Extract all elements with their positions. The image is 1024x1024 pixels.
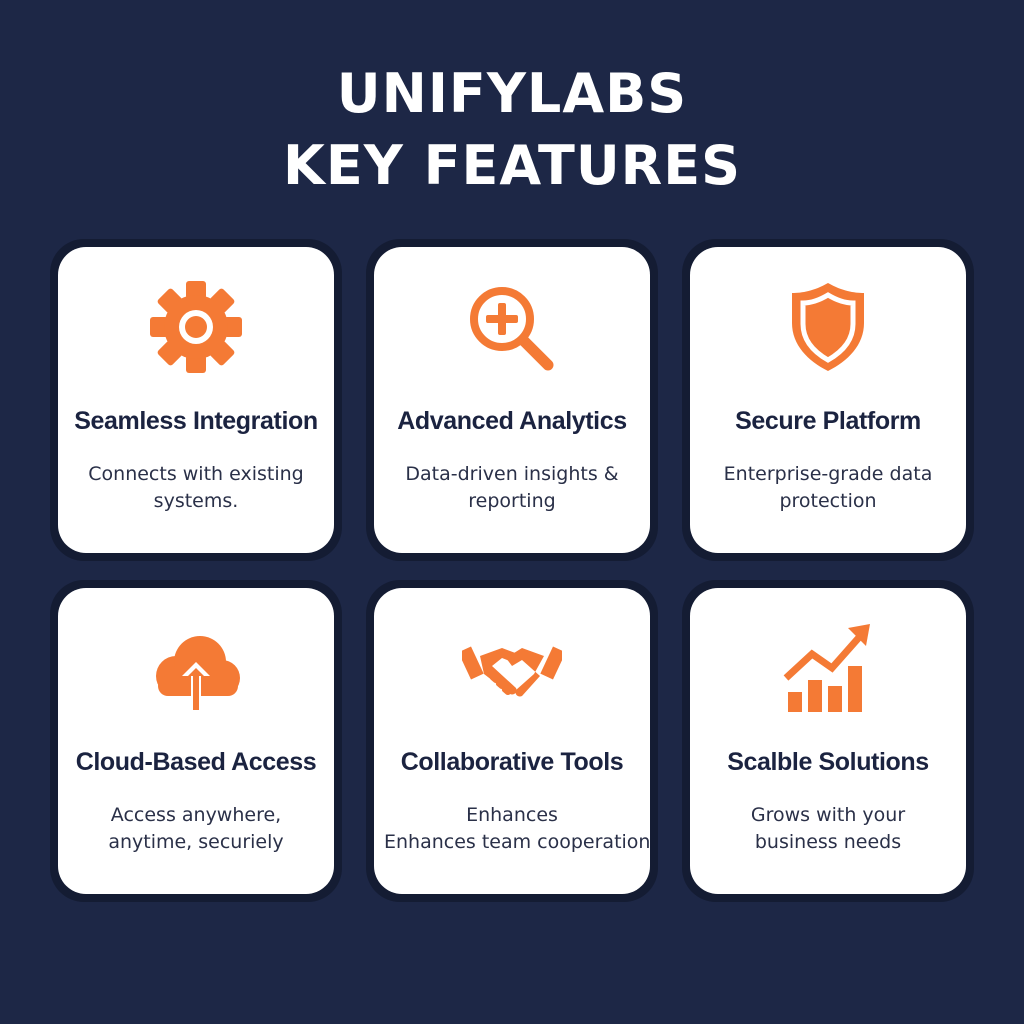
feature-card-body: Advanced Analytics Data-driven insights … — [374, 247, 650, 553]
feature-description-line: reporting — [468, 490, 556, 512]
feature-card-body: Collaborative Tools Enhances Enhances te… — [374, 588, 650, 894]
feature-description-line: Enhances team cooperation — [384, 831, 651, 853]
feature-description-line: Enhances — [466, 804, 558, 826]
title-line-2: KEY FEATURES — [282, 134, 742, 197]
feature-card-secure-platform: Secure Platform Enterprise-grade data pr… — [682, 239, 974, 561]
feature-description-line: anytime, securiely — [108, 831, 284, 853]
feature-card-collaborative-tools: Collaborative Tools Enhances Enhances te… — [366, 580, 658, 902]
feature-description-line: Data-driven insights & — [405, 463, 619, 485]
feature-card-body: Secure Platform Enterprise-grade data pr… — [690, 247, 966, 553]
feature-description: Connects with existing systems. — [68, 461, 324, 515]
page-title: UNIFYLABS KEY FEATURES — [0, 58, 1024, 202]
title-line-1: UNIFYLABS — [336, 62, 688, 125]
feature-card-body: Scalble Solutions Grows with your busine… — [690, 588, 966, 894]
feature-description: Data-driven insights & reporting — [384, 461, 640, 515]
magnifier-plus-icon — [462, 277, 562, 377]
feature-title: Scalble Solutions — [727, 748, 929, 776]
feature-description: Enhances Enhances team cooperation — [384, 802, 651, 856]
shield-icon — [778, 277, 878, 377]
feature-title: Secure Platform — [735, 407, 921, 435]
gear-icon — [146, 277, 246, 377]
feature-card-advanced-analytics: Advanced Analytics Data-driven insights … — [366, 239, 658, 561]
feature-card-body: Seamless Integration Connects with exist… — [58, 247, 334, 553]
feature-title: Advanced Analytics — [397, 407, 627, 435]
feature-description: Access anywhere, anytime, securiely — [68, 802, 324, 856]
feature-description-line: Access anywhere, — [110, 804, 282, 826]
cloud-upload-icon — [146, 618, 246, 718]
feature-description-line: Grows with your — [750, 804, 906, 826]
feature-description-line: Connects with existing — [88, 463, 304, 485]
growth-chart-icon — [778, 618, 878, 718]
feature-title: Cloud-Based Access — [75, 748, 317, 776]
feature-description-line: Enterprise-grade data — [723, 463, 933, 485]
handshake-icon — [462, 618, 562, 718]
feature-card-scalable-solutions: Scalble Solutions Grows with your busine… — [682, 580, 974, 902]
feature-description-line: protection — [779, 490, 877, 512]
feature-description-line: business needs — [754, 831, 902, 853]
feature-title: Seamless Integration — [74, 407, 318, 435]
feature-card-body: Cloud-Based Access Access anywhere, anyt… — [58, 588, 334, 894]
feature-description-line: systems. — [153, 490, 239, 512]
feature-description: Grows with your business needs — [700, 802, 956, 856]
feature-title: Collaborative Tools — [400, 748, 624, 776]
feature-description: Enterprise-grade data protection — [700, 461, 956, 515]
feature-card-seamless-integration: Seamless Integration Connects with exist… — [50, 239, 342, 561]
feature-card-cloud-based-access: Cloud-Based Access Access anywhere, anyt… — [50, 580, 342, 902]
